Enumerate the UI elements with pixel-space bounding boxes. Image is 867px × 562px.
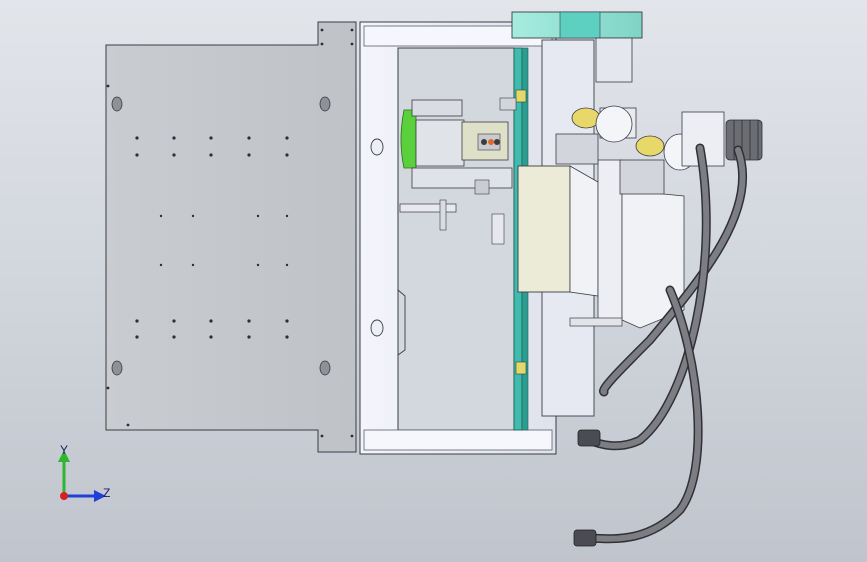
motor-housing[interactable] (511, 11, 643, 83)
cable-end-fittings (573, 429, 601, 547)
z-axis-arrowhead (94, 490, 106, 502)
coordinate-triad (58, 450, 106, 502)
screw-dots (106, 28, 354, 438)
flex-cable[interactable] (585, 143, 748, 544)
z-axis-label: Z (103, 486, 111, 500)
y-axis-label: Y (60, 443, 69, 457)
y-axis-arrowhead (58, 450, 70, 462)
gripper-assembly[interactable] (399, 97, 517, 245)
carriage-block[interactable] (517, 133, 685, 329)
mounting-holes (111, 96, 331, 376)
origin-marker (60, 492, 68, 500)
base-plate[interactable] (105, 21, 357, 453)
